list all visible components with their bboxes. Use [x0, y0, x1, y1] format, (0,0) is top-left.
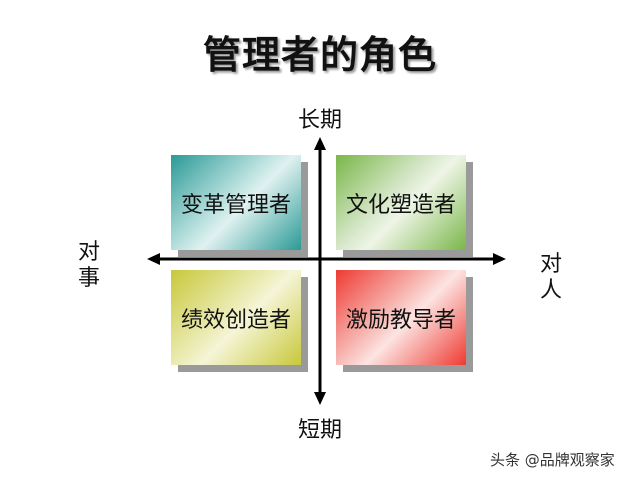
watermark: 头条 @品牌观察家 [490, 451, 615, 469]
quadrant-label: 文化塑造者 [345, 192, 456, 218]
quadrant-label: 激励教导者 [345, 307, 456, 333]
diagram-title: 管理者的角色 [202, 33, 437, 77]
axis-label-long-term: 长期 [297, 108, 342, 133]
quadrant-change-manager: 变革管理者 [171, 155, 308, 257]
quadrant-culture-shaper: 文化塑造者 [336, 155, 473, 257]
axis-label-people-char-2: 人 [539, 278, 562, 303]
arrow-down-icon [314, 392, 326, 405]
arrow-left-icon [147, 253, 160, 265]
quadrant-label: 变革管理者 [180, 192, 291, 218]
quadrant-box: 变革管理者 [171, 155, 301, 250]
quadrant-box: 文化塑造者 [336, 155, 466, 250]
axis-label-task-char-1: 对 [77, 240, 100, 265]
arrow-right-icon [493, 253, 506, 265]
quadrant-motivation-coach: 激励教导者 [336, 270, 473, 372]
quadrant-box: 绩效创造者 [171, 270, 301, 365]
arrow-up-icon [314, 137, 326, 150]
quadrant-label: 绩效创造者 [180, 307, 291, 333]
axis-label-short-term: 短期 [297, 418, 342, 443]
axis-label-people: 对 人 [536, 252, 566, 304]
quadrant-performance-creator: 绩效创造者 [171, 270, 308, 372]
quadrant-box: 激励教导者 [336, 270, 466, 365]
axis-label-task-char-2: 事 [77, 266, 100, 291]
axis-label-people-char-1: 对 [539, 252, 562, 277]
axis-label-task: 对 事 [74, 240, 104, 292]
